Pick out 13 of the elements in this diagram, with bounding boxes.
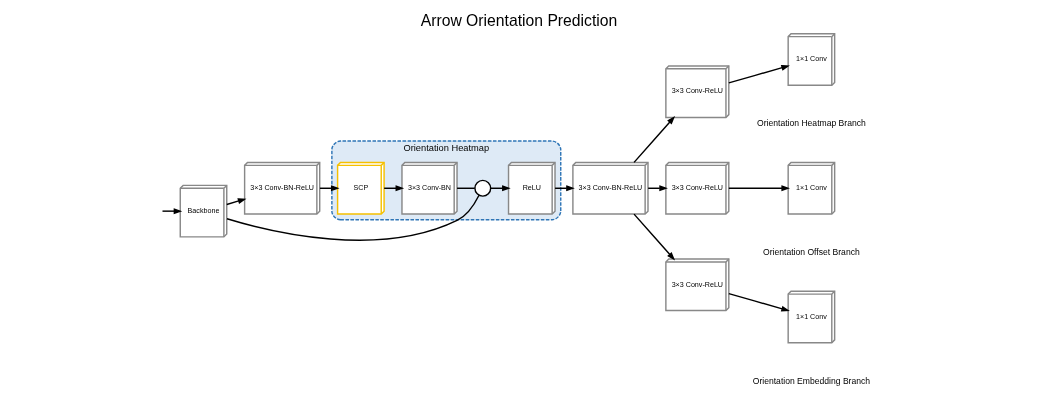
node-label: Orientation Heatmap Branch: [757, 118, 866, 129]
arrow: [728, 64, 790, 84]
arrow: [633, 213, 676, 261]
node-circle: [474, 179, 492, 197]
arrow: [633, 116, 676, 164]
arrow: [161, 208, 183, 215]
arrow: [226, 198, 247, 206]
node-label: Orientation Embedding Branch: [752, 375, 871, 386]
diagram-title: Arrow Orientation Prediction: [420, 12, 618, 30]
arrow: [728, 185, 790, 192]
node-label: Orientation Offset Branch: [763, 246, 860, 257]
connector: [226, 194, 480, 241]
arrow: [728, 292, 790, 312]
